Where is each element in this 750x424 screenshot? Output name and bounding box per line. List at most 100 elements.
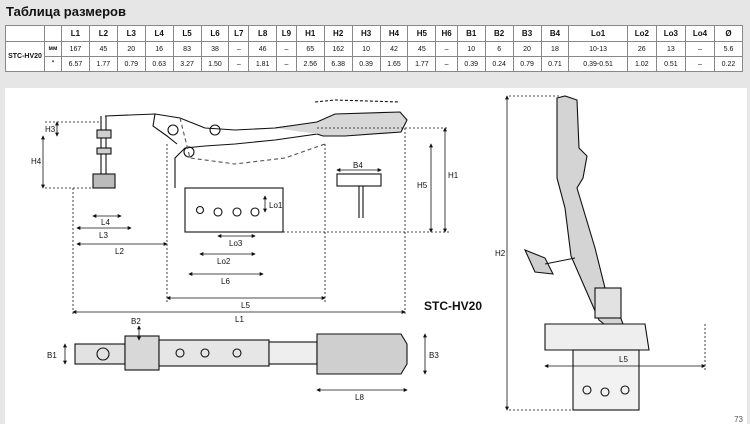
side-labels: H2 L5 — [495, 249, 628, 364]
table-header: B3 — [512, 25, 542, 42]
dim-label: L3 — [99, 231, 108, 240]
dim-label: L5 — [241, 301, 250, 310]
dim-label: L8 — [355, 393, 364, 402]
table-header: B2 — [484, 25, 514, 42]
table-cell: 1.50 — [200, 56, 230, 72]
table-cell: 26 — [626, 41, 657, 57]
mount-hole-icon — [195, 205, 205, 215]
dim-label: H3 — [45, 125, 56, 134]
table-cell: 6 — [484, 41, 514, 57]
side-pad — [523, 248, 554, 275]
side-dimensions — [505, 95, 706, 411]
table-cell: – — [276, 56, 297, 72]
table-cell: 20 — [512, 41, 542, 57]
dim-label: L6 — [221, 277, 230, 286]
table-cell: 0.51 — [655, 56, 686, 72]
table-header-row: L1 L2 L3 L4 L5 L6 L7 L8 L9 H1 H2 H3 H4 H… — [5, 25, 744, 42]
table-cell: 83 — [172, 41, 202, 57]
table-cell: 162 — [323, 41, 353, 57]
dim-label: B4 — [353, 161, 363, 170]
table-cell: – — [228, 41, 250, 57]
table-cell: 0.24 — [484, 56, 514, 72]
table-cell: 20 — [116, 41, 146, 57]
handle — [274, 111, 408, 137]
dim-label: H2 — [495, 249, 506, 258]
table-header: H1 — [295, 25, 325, 42]
table-cell: 0.39-0.51 — [568, 56, 628, 72]
mount-hole-icon — [250, 207, 260, 217]
clamp-pad — [92, 173, 116, 189]
model-label: STC-HV20 — [424, 299, 483, 313]
table-header: H4 — [379, 25, 409, 42]
dim-label: L5 — [619, 355, 628, 364]
table-cell: 5.6 — [713, 41, 744, 57]
table-cell: 16 — [144, 41, 174, 57]
dim-label: B2 — [131, 317, 141, 326]
table-cell: 13 — [655, 41, 686, 57]
table-cell: – — [684, 41, 715, 57]
table-header: Lo3 — [655, 25, 686, 42]
handle-top — [316, 333, 408, 375]
dimensions-table: L1 L2 L3 L4 L5 L6 L7 L8 L9 H1 H2 H3 H4 H… — [5, 25, 744, 72]
table-header: Ø — [713, 25, 744, 42]
page-number: 73 — [734, 415, 743, 424]
front-labels: H3 H4 H1 H5 Lo1 Lo3 Lo2 L6 L4 L3 L2 L5 L… — [31, 125, 459, 324]
table-cell: 1.65 — [379, 56, 409, 72]
table-cell: 6.38 — [323, 56, 353, 72]
dim-label: H1 — [448, 171, 459, 180]
table-header: B4 — [540, 25, 570, 42]
table-header: L1 — [61, 25, 90, 42]
table-header: L3 — [116, 25, 146, 42]
top-labels: B1 B2 B3 L8 — [47, 317, 439, 402]
table-header: Lo1 — [568, 25, 628, 42]
table-cell: 2.56 — [295, 56, 325, 72]
pivot-icon — [183, 146, 195, 158]
table-cell: 3.27 — [172, 56, 202, 72]
clamp-arm — [104, 113, 318, 188]
top-view — [74, 333, 408, 375]
side-view — [523, 95, 650, 411]
table-header — [44, 25, 62, 42]
b4-part — [336, 173, 382, 187]
dim-label: H5 — [417, 181, 428, 190]
dim-label: Lo3 — [229, 239, 243, 248]
spindle-top-icon — [96, 347, 110, 361]
table-cell: 18 — [540, 41, 570, 57]
table-header: B1 — [456, 25, 486, 42]
table-header: H6 — [435, 25, 458, 42]
model-cell: STC-HV20 — [5, 41, 45, 72]
page-title: Таблица размеров — [6, 4, 126, 19]
table-row: STC-HV20 мм 167 45 20 16 83 38 – 46 – 65… — [5, 41, 744, 72]
table-cell: 0.22 — [713, 56, 744, 72]
table-header: L4 — [144, 25, 174, 42]
table-header — [5, 25, 45, 42]
table-cell: 1.02 — [626, 56, 657, 72]
table-row: " 6.57 1.77 0.79 0.63 3.27 1.50 – 1.81 –… — [6, 56, 744, 72]
table-header: L9 — [276, 25, 297, 42]
table-cell: 42 — [379, 41, 409, 57]
table-header: L7 — [228, 25, 250, 42]
table-cell: – — [435, 41, 458, 57]
table-cell: 10 — [456, 41, 486, 57]
pivot-icon — [209, 124, 221, 136]
top-dimensions — [63, 325, 427, 392]
table-cell: 167 — [61, 41, 90, 57]
mount-hole-icon — [232, 207, 242, 217]
table-cell: 10-13 — [568, 41, 628, 57]
mount-hole-icon — [213, 207, 223, 217]
table-cell: – — [435, 56, 458, 72]
dim-label: L2 — [115, 247, 124, 256]
front-view — [92, 99, 408, 233]
table-cell: 1.77 — [407, 56, 437, 72]
table-header: L2 — [88, 25, 118, 42]
table-cell: – — [228, 56, 250, 72]
table-cell: 45 — [407, 41, 437, 57]
table-header: Lo4 — [684, 25, 715, 42]
dim-label: B1 — [47, 351, 57, 360]
dim-label: B3 — [429, 351, 439, 360]
table-cell: 6.57 — [61, 56, 90, 72]
side-mount-plate — [572, 349, 640, 411]
table-header: L5 — [172, 25, 202, 42]
table-cell: – — [684, 56, 715, 72]
dim-label: L4 — [101, 218, 110, 227]
